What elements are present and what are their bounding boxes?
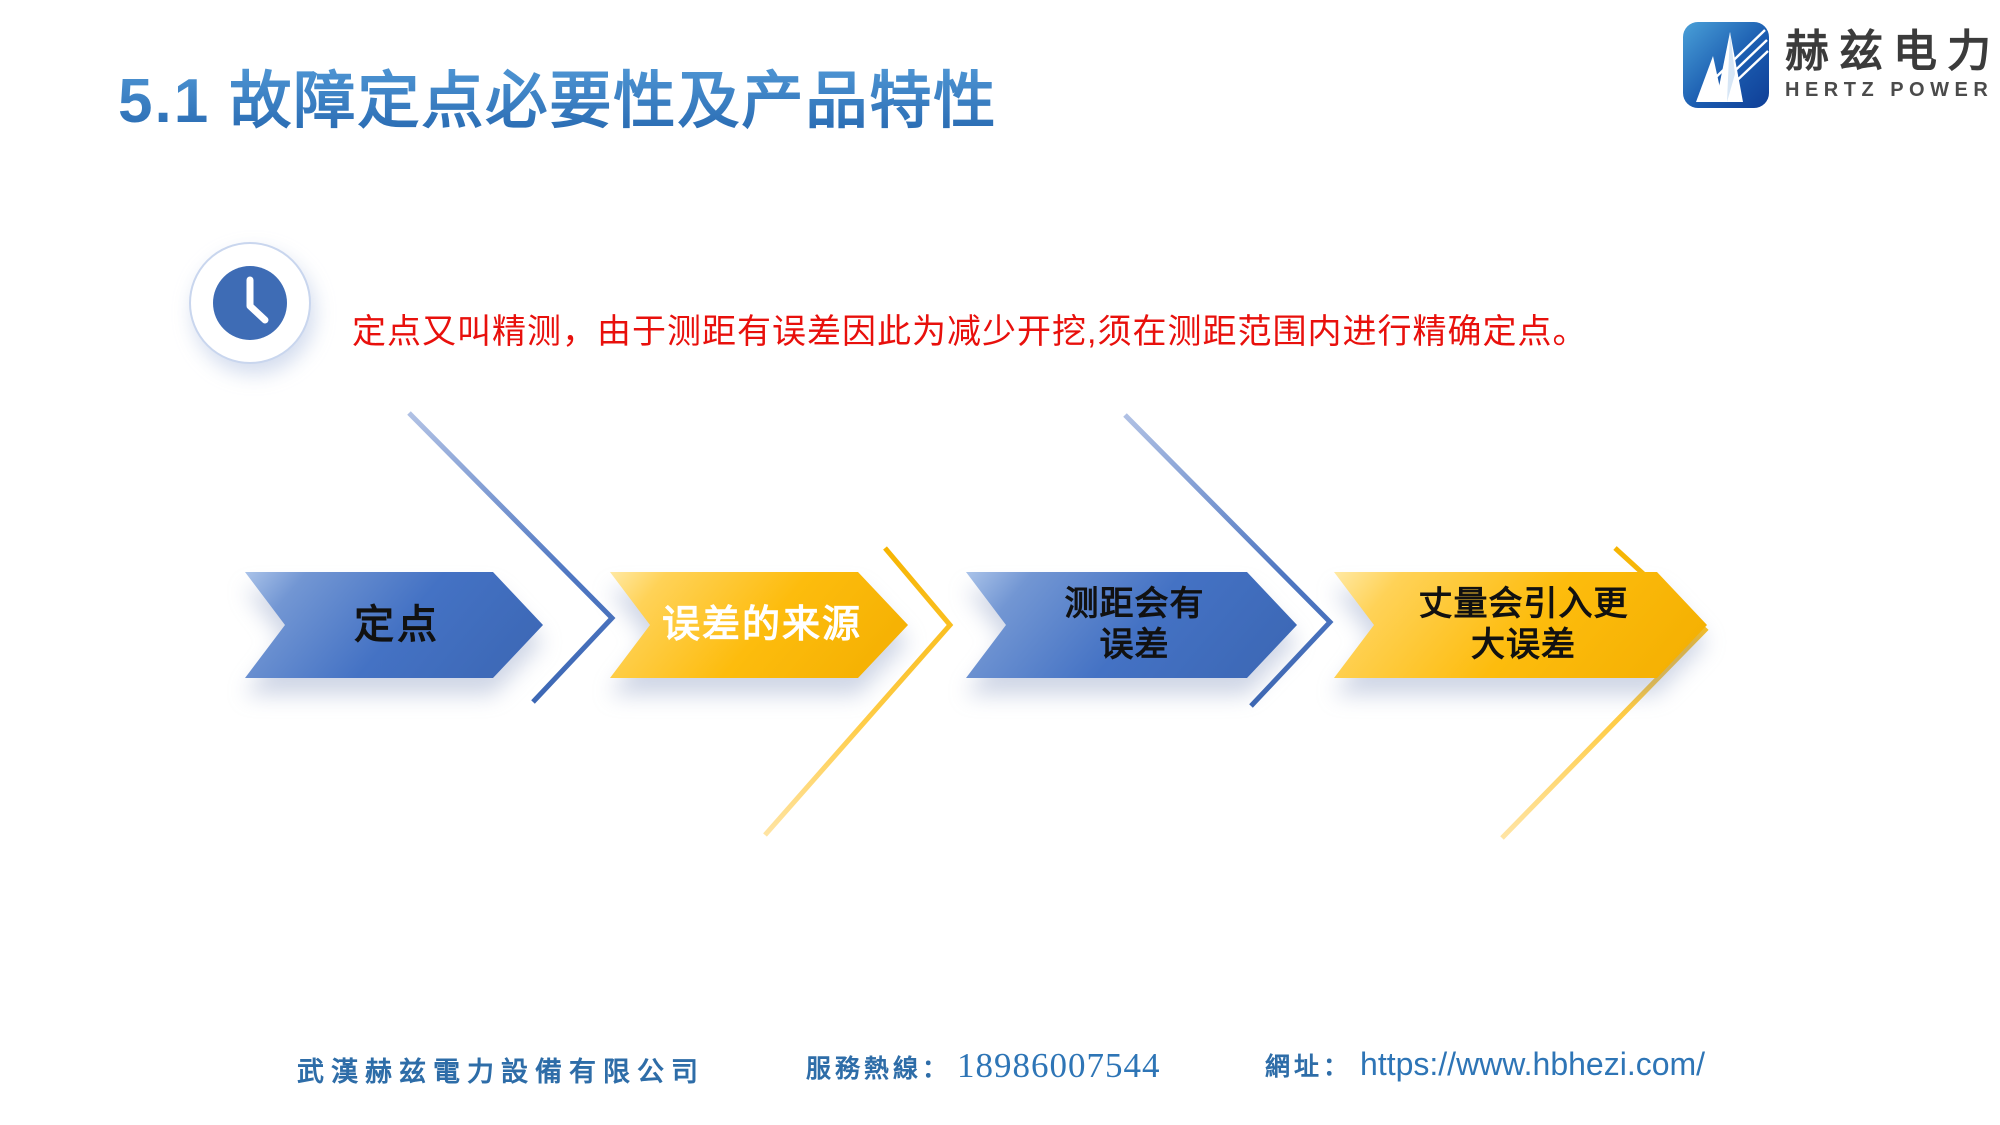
footer-website: 網址： https://www.hbhezi.com/ bbox=[1265, 1046, 1705, 1083]
footer-hotline: 服務熱線： 18986007544 bbox=[806, 1046, 1161, 1086]
process-step-4: 丈量会引入更 大误差 bbox=[1334, 572, 1707, 678]
process-step-4-label: 丈量会引入更 大误差 bbox=[1413, 584, 1629, 667]
step-3-line-2: 误差 bbox=[1099, 626, 1170, 664]
connector-chevron-blue-1 bbox=[407, 411, 616, 704]
footer-company-name: 武漢赫兹電力設備有限公司 bbox=[297, 1057, 705, 1087]
footer-website-url[interactable]: https://www.hbhezi.com/ bbox=[1360, 1046, 1706, 1082]
note-text: 定点又叫精测，由于测距有误差因此为减少开挖,须在测距范围内进行精确定点。 bbox=[352, 313, 1588, 351]
logo-company-name: 赫兹电力 bbox=[1785, 27, 2000, 77]
process-step-2: 误差的来源 bbox=[610, 572, 908, 678]
process-step-2-shape: 误差的来源 bbox=[610, 572, 908, 678]
process-step-3-label: 测距会有 误差 bbox=[1059, 584, 1205, 667]
footer-hotline-number: 18986007544 bbox=[957, 1046, 1161, 1085]
process-step-1-label: 定点 bbox=[348, 601, 440, 650]
hertz-tower-icon bbox=[1683, 22, 1769, 108]
process-step-3-shape: 测距会有 误差 bbox=[966, 572, 1297, 678]
company-logo: 赫兹电力 HERTZ POWER bbox=[1683, 22, 2000, 108]
process-step-1-shape: 定点 bbox=[245, 572, 543, 678]
connector-chevron-yellow-1 bbox=[763, 546, 954, 837]
step-1-line-1: 定点 bbox=[354, 602, 440, 647]
logo-text: 赫兹电力 HERTZ POWER bbox=[1785, 27, 2000, 101]
step-4-line-2: 大误差 bbox=[1471, 626, 1576, 664]
step-4-line-1: 丈量会引入更 bbox=[1418, 584, 1629, 623]
connector-chevron-blue-2 bbox=[1123, 413, 1334, 708]
clock-icon bbox=[189, 242, 311, 364]
process-step-1: 定点 bbox=[245, 572, 543, 678]
page-title: 5.1 故障定点必要性及产品特性 bbox=[118, 50, 997, 140]
footer-hotline-label: 服務熱線： bbox=[806, 1056, 952, 1083]
logo-subtitle: HERTZ POWER bbox=[1785, 78, 1994, 101]
process-step-2-label: 误差的来源 bbox=[656, 602, 862, 648]
process-step-4-shape: 丈量会引入更 大误差 bbox=[1334, 572, 1707, 678]
footer-website-label: 網址： bbox=[1265, 1054, 1353, 1081]
process-step-3: 测距会有 误差 bbox=[966, 572, 1297, 678]
step-2-line-1: 误差的来源 bbox=[661, 603, 862, 646]
step-3-line-1: 测距会有 bbox=[1064, 584, 1205, 623]
